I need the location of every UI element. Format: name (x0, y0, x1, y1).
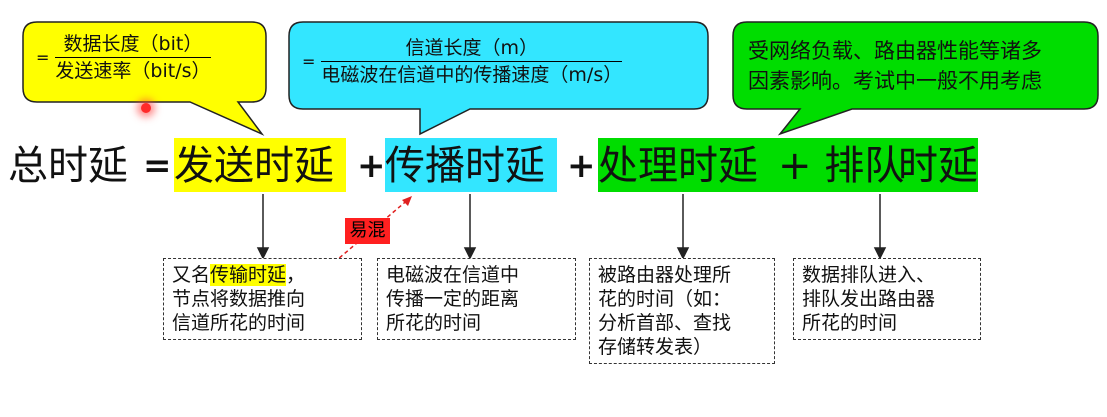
processing-explanation-box: 被路由器处理所 花的时间（如： 分析首部、查找 存储转发表） (589, 258, 775, 364)
transmission-alias: 传输时延 (210, 264, 287, 286)
arrow-transmission-head (256, 247, 270, 260)
queuing-box-line1: 数据排队进入、 (802, 264, 936, 286)
formula-plus-2: + (567, 146, 596, 186)
processing-box-line3: 分析首部、查找 (598, 312, 732, 334)
other-callout-bubble (732, 21, 1099, 136)
propagation-fraction-bar (321, 61, 623, 62)
transmission-box-line3: 信道所花的时间 (172, 312, 306, 334)
transmission-box-line1: 又名传输时延， (172, 264, 306, 286)
transmission-eq: = (36, 48, 50, 67)
queuing-explanation-box: 数据排队进入、 排队发出路由器 所花的时间 (793, 258, 981, 340)
propagation-box-line3: 所花的时间 (386, 312, 482, 334)
propagation-denominator: 电磁波在信道中的传播速度（m/s） (321, 64, 623, 86)
processing-delay-term: 处理时延 (598, 143, 758, 189)
transmission-numerator: 数据长度（bit） (63, 33, 203, 55)
processing-box-line1: 被路由器处理所 (598, 264, 732, 286)
other-callout-line1: 受网络负载、路由器性能等诸多 (748, 39, 1042, 63)
other-callout-line2: 因素影响。考试中一般不用考虑 (748, 69, 1042, 93)
transmission-delay-term: 发送时延 (174, 143, 334, 189)
processing-queuing-highlight (598, 138, 978, 192)
propagation-box-line1: 电磁波在信道中 (386, 264, 520, 286)
arrow-queuing-head (873, 247, 887, 260)
transmission-denominator: 发送速率（bit/s） (55, 60, 211, 82)
formula-plus-1: + (357, 146, 386, 186)
transmission-highlight (174, 138, 346, 192)
propagation-callout-bubble (288, 21, 709, 136)
arrow-processing-head (676, 247, 690, 260)
transmission-explanation-box: 又名传输时延， 节点将数据推向 信道所花的时间 (163, 258, 362, 340)
processing-box-line2: 花的时间（如： (598, 288, 732, 310)
transmission-formula: = 数据长度（bit） 发送速率（bit/s） (36, 32, 211, 83)
laser-pointer-dot (141, 103, 151, 113)
processing-box-line4: 存储转发表） (598, 336, 713, 358)
queuing-box-line2: 排队发出路由器 (802, 288, 936, 310)
queuing-box-line3: 所花的时间 (802, 312, 898, 334)
confusable-arrow-line (317, 197, 411, 277)
confusable-arrow-head-top (402, 196, 412, 206)
queuing-delay-term-prefix: + 排队 (778, 143, 905, 189)
propagation-formula: = 信道长度（m） 电磁波在信道中的传播速度（m/s） (302, 36, 623, 87)
queuing-delay-term-suffix: 时延 (898, 143, 978, 189)
propagation-box-line2: 传播一定的距离 (386, 288, 520, 310)
transmission-box-line2: 节点将数据推向 (172, 288, 306, 310)
total-delay-label: 总时延 (8, 143, 128, 189)
propagation-explanation-box: 电磁波在信道中 传播一定的距离 所花的时间 (377, 258, 576, 340)
arrow-propagation-head (463, 247, 477, 260)
formula-equals: = (143, 146, 172, 186)
propagation-numerator: 信道长度（m） (405, 37, 539, 59)
propagation-eq: = (302, 52, 316, 71)
propagation-highlight (385, 138, 557, 192)
transmission-fraction-bar (55, 57, 211, 58)
other-callout-text: 受网络负载、路由器性能等诸多 因素影响。考试中一般不用考虑 (748, 36, 1042, 96)
propagation-delay-term: 传播时延 (385, 143, 545, 189)
confusable-warning-label: 易混 (345, 218, 390, 244)
transmission-callout-bubble (22, 21, 267, 136)
